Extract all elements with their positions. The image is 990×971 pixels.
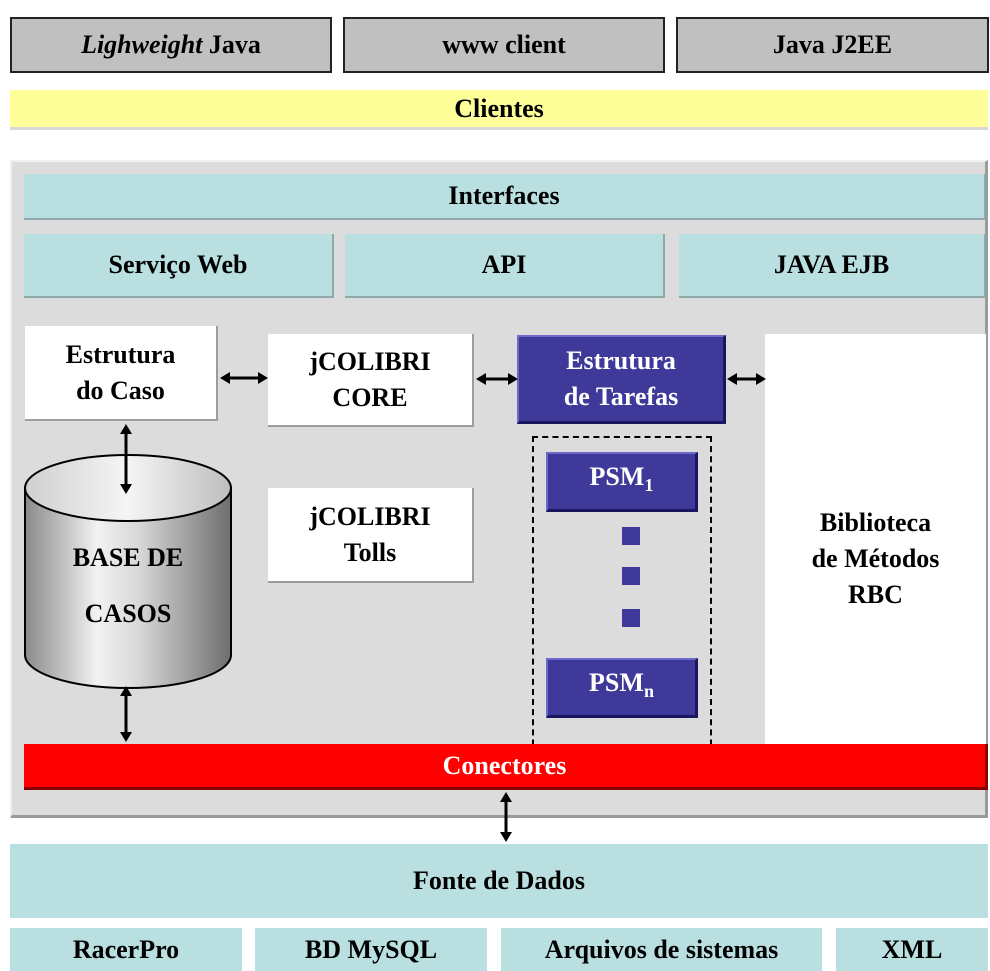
estrutura-tarefas-box: Estrutura de Tarefas	[517, 335, 726, 424]
tools-line2: Tolls	[343, 537, 397, 567]
psm-last-box: PSMn	[546, 658, 698, 718]
biblioteca-box: Biblioteca de Métodos RBC	[765, 334, 988, 785]
ellipsis-dot-1	[622, 527, 640, 545]
psm-first-subscript: 1	[644, 475, 654, 496]
base-casos-label: BASE DE CASOS	[25, 536, 231, 636]
lightweight-java-box: Lighweight Java	[10, 17, 332, 73]
psm-first-box: PSM1	[546, 452, 698, 512]
estrutura-caso-line1: Estrutura	[65, 339, 176, 369]
arquivos-label: Arquivos de sistemas	[544, 934, 779, 964]
java-j2ee-box: Java J2EE	[676, 17, 989, 73]
ellipsis-dot-3	[622, 609, 640, 627]
base-casos-line2: CASOS	[84, 599, 172, 628]
api-box: API	[345, 234, 665, 298]
core-line2: CORE	[332, 382, 408, 412]
servico-web-label: Serviço Web	[108, 250, 248, 279]
interfaces-label: Interfaces	[448, 181, 560, 210]
psm-last-label: PSM	[589, 668, 644, 698]
servico-web-box: Serviço Web	[24, 234, 334, 298]
arquivos-box: Arquivos de sistemas	[501, 928, 822, 971]
fonte-dados-bar: Fonte de Dados	[10, 844, 988, 918]
tarefas-line1: Estrutura	[566, 346, 676, 375]
xml-box: XML	[836, 928, 988, 971]
jcolibri-tools-box: jCOLIBRI Tolls	[268, 488, 474, 583]
clientes-bar: Clientes	[10, 90, 988, 130]
tarefas-line2: de Tarefas	[563, 382, 679, 411]
jcolibri-core-box: jCOLIBRI CORE	[268, 334, 474, 427]
tools-line1: jCOLIBRI	[309, 501, 431, 531]
mysql-label: BD MySQL	[304, 934, 438, 964]
racerpro-box: RacerPro	[10, 928, 242, 971]
conectores-label: Conectores	[442, 750, 567, 780]
www-client-label: www client	[442, 30, 566, 59]
java-label: Java	[208, 30, 261, 59]
ellipsis-dot-2	[622, 567, 640, 585]
conectores-bar: Conectores	[24, 744, 988, 790]
estrutura-caso-box: Estrutura do Caso	[25, 326, 218, 421]
biblioteca-line1: Biblioteca	[819, 507, 932, 537]
interfaces-bar: Interfaces	[24, 174, 986, 220]
clientes-label: Clientes	[454, 93, 544, 123]
xml-label: XML	[881, 934, 943, 964]
biblioteca-line2: de Métodos	[811, 543, 940, 573]
fonte-dados-label: Fonte de Dados	[413, 866, 585, 895]
database-cylinder-icon	[24, 454, 232, 689]
base-casos-line1: BASE DE	[72, 543, 184, 572]
java-ejb-label: JAVA EJB	[773, 250, 890, 279]
mysql-box: BD MySQL	[255, 928, 487, 971]
psm-first-label: PSM	[589, 462, 645, 492]
api-label: API	[481, 250, 527, 279]
racerpro-label: RacerPro	[72, 934, 180, 964]
psm-last-subscript: n	[643, 681, 654, 702]
java-j2ee-label: Java J2EE	[772, 30, 893, 59]
java-ejb-box: JAVA EJB	[679, 234, 986, 298]
biblioteca-line3: RBC	[848, 579, 903, 609]
estrutura-caso-line2: do Caso	[76, 375, 165, 405]
core-line1: jCOLIBRI	[309, 346, 431, 376]
lightweight-label: Lighweight	[81, 30, 203, 59]
www-client-box: www client	[343, 17, 665, 73]
arrows	[120, 372, 766, 842]
